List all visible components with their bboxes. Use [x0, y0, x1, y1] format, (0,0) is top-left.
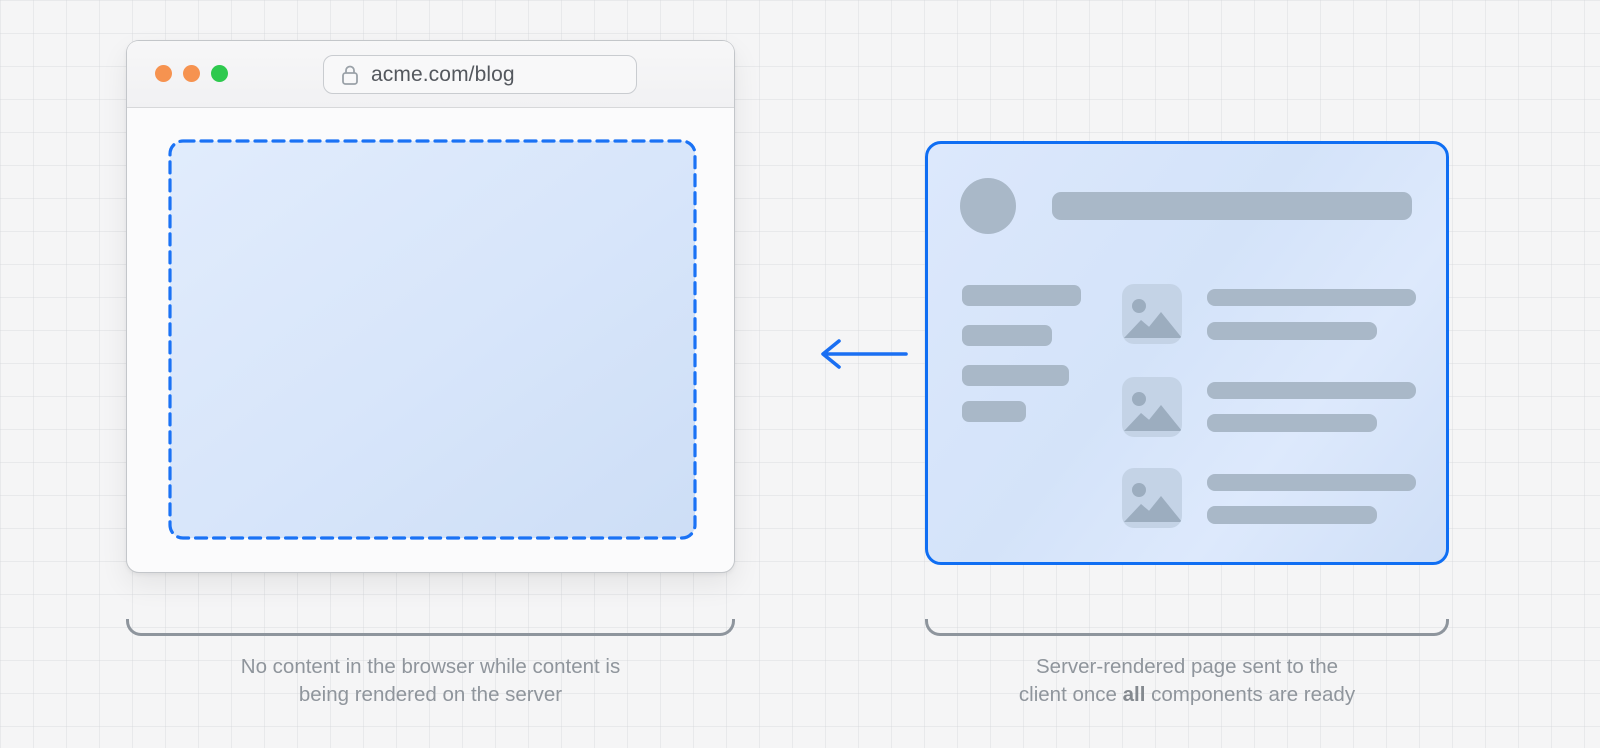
bracket-under-server-page	[925, 619, 1449, 636]
url-bar: acme.com/blog	[323, 55, 637, 94]
sidebar-line-placeholder	[962, 401, 1026, 422]
left-arrow-icon	[821, 339, 908, 369]
sidebar-line-placeholder	[962, 285, 1081, 306]
caption-browser-line2: being rendered on the server	[298, 682, 563, 706]
image-placeholder-icon	[1122, 468, 1182, 528]
sidebar-line-placeholder	[962, 365, 1069, 386]
traffic-light-icon	[183, 65, 200, 83]
url-text: acme.com/blog	[371, 62, 515, 86]
server-rendered-page	[925, 141, 1449, 565]
pending-content-placeholder	[168, 139, 697, 540]
caption-server-page: Server-rendered page sent to the client …	[925, 653, 1449, 708]
browser-toolbar: acme.com/blog	[127, 41, 734, 108]
text-line-placeholder	[1207, 474, 1416, 491]
traffic-light-icon	[155, 65, 172, 83]
caption-bold-all: all	[1122, 682, 1146, 706]
text-line-placeholder	[1207, 289, 1416, 306]
caption-server-line2: client once all components are ready	[1018, 682, 1356, 706]
title-bar-placeholder	[1052, 192, 1412, 220]
caption-browser: No content in the browser while content …	[126, 653, 735, 708]
caption-browser-line1: No content in the browser while content …	[240, 655, 621, 678]
text-line-placeholder	[1207, 382, 1416, 399]
avatar-placeholder	[960, 178, 1016, 234]
text-line-placeholder	[1207, 322, 1377, 340]
traffic-light-icon	[211, 65, 228, 83]
lock-icon	[340, 63, 360, 87]
caption-server-line1: Server-rendered page sent to the	[1036, 655, 1338, 678]
image-placeholder-icon	[1122, 377, 1182, 437]
image-placeholder-icon	[1122, 284, 1182, 344]
text-line-placeholder	[1207, 414, 1377, 432]
text-line-placeholder	[1207, 506, 1377, 524]
traffic-lights	[155, 65, 228, 83]
bracket-under-browser	[126, 619, 735, 636]
sidebar-line-placeholder	[962, 325, 1052, 346]
browser-window: acme.com/blog	[126, 40, 735, 573]
